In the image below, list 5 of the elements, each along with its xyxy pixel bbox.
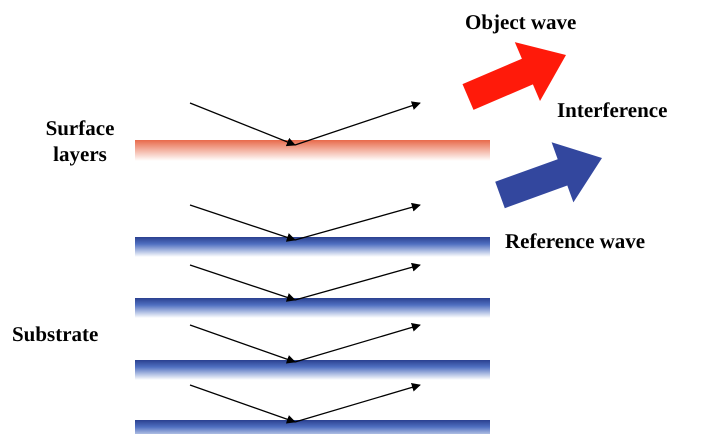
label: Interference: [557, 97, 668, 123]
label: Surface layers: [44, 115, 116, 167]
label: Reference wave: [505, 228, 646, 254]
label: Substrate: [12, 321, 98, 347]
label: Object wave: [465, 9, 576, 35]
